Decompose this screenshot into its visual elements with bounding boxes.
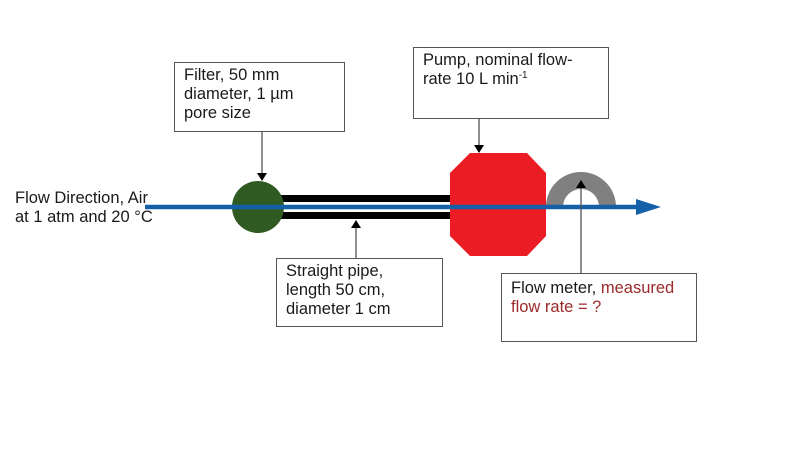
flow-label-line1: Flow Direction, Air: [15, 189, 148, 207]
meter-line1: Flow meter, measured: [511, 279, 696, 298]
pipe-line1: Straight pipe,: [286, 262, 384, 280]
filter-callout: Filter, 50 mm diameter, 1 µm pore size: [174, 62, 345, 132]
filter-line2: diameter, 1 µm: [184, 85, 294, 103]
pump-line1: Pump, nominal flow-: [423, 51, 573, 69]
straight-pipe: [280, 195, 452, 219]
filter-line1: Filter, 50 mm: [184, 66, 280, 84]
pipe-line3: diameter 1 cm: [286, 300, 391, 318]
meter-text-red-2: flow rate = ?: [511, 298, 602, 316]
flow-direction-label: Flow Direction, Air at 1 atm and 20 °C: [15, 189, 153, 227]
pump-exponent: -1: [518, 70, 528, 81]
meter-text-red-1: measured: [600, 279, 675, 297]
pipe-callout: Straight pipe, length 50 cm, diameter 1 …: [276, 258, 443, 327]
meter-text-plain: Flow meter,: [511, 279, 601, 297]
flow-meter-callout: Flow meter, measured flow rate = ?: [501, 273, 697, 342]
pump-line2: rate 10 L min-1: [423, 70, 608, 89]
pipe-wall-bottom: [280, 212, 452, 219]
flow-meter-icon: [546, 172, 616, 207]
pump-icon: [450, 153, 546, 256]
pump-callout: Pump, nominal flow- rate 10 L min-1: [413, 47, 609, 119]
pipe-line2: length 50 cm,: [286, 281, 386, 299]
pump-line2-text: rate 10 L min: [423, 70, 519, 88]
pipe-wall-top: [280, 195, 452, 202]
flow-direction-arrow: [145, 199, 661, 215]
filter-line3: pore size: [184, 104, 251, 122]
flow-label-line2: at 1 atm and 20 °C: [15, 208, 153, 226]
